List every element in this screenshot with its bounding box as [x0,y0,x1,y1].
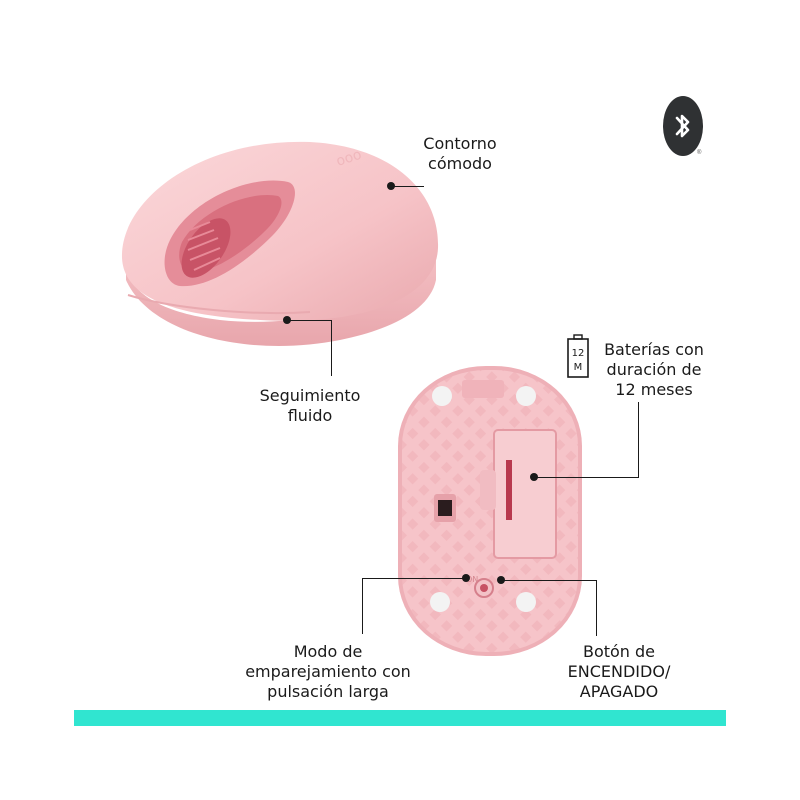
registered-mark: ® [697,150,702,156]
callout-seguimiento-fluido: Seguimiento fluido [240,386,380,426]
battery-text-top: 12 [572,348,585,359]
leader-line [362,578,363,634]
battery-icon: 12 M [567,334,589,378]
mouse-bottom-view-image: ON [398,366,582,656]
leader-line [394,186,424,187]
callout-line: duración de [606,360,702,379]
callout-line: fluido [287,406,333,425]
callout-line: APAGADO [579,682,659,701]
bluetooth-icon [675,114,690,138]
callout-dot [387,182,395,190]
leader-line [596,580,597,636]
callout-dot [462,574,470,582]
callout-line: cómodo [428,154,492,173]
callout-line: Botón de [582,642,656,661]
bluetooth-badge [663,96,703,156]
battery-text-bottom: M [574,362,583,373]
callout-line: 12 meses [615,380,693,399]
callout-line: emparejamiento con [245,662,411,681]
leader-line [638,402,639,478]
callout-dot [530,473,538,481]
callout-line: Seguimiento [259,386,361,405]
callout-line: Baterías con [604,340,704,359]
callout-line: ENCENDIDO/ [567,662,671,681]
svg-text:ON: ON [466,575,478,584]
leader-line [331,320,332,376]
callout-contorno-comodo: Contorno cómodo [400,134,520,174]
leader-line [536,477,639,478]
callout-line: Modo de [293,642,363,661]
mouse-top-view-image: ooo [121,141,439,347]
callout-baterias: Baterías con duración de 12 meses [594,340,714,400]
leader-line [288,320,332,321]
accent-bar [74,710,726,726]
callout-line: Contorno [423,134,497,153]
callout-dot [283,316,291,324]
callout-boton-encendido: Botón de ENCENDIDO/ APAGADO [554,642,684,702]
svg-text:ooo: ooo [334,147,363,170]
leader-line [362,578,466,579]
leader-line [501,580,597,581]
callout-line: pulsación larga [267,682,389,701]
callout-modo-emparejamiento: Modo de emparejamiento con pulsación lar… [228,642,428,702]
